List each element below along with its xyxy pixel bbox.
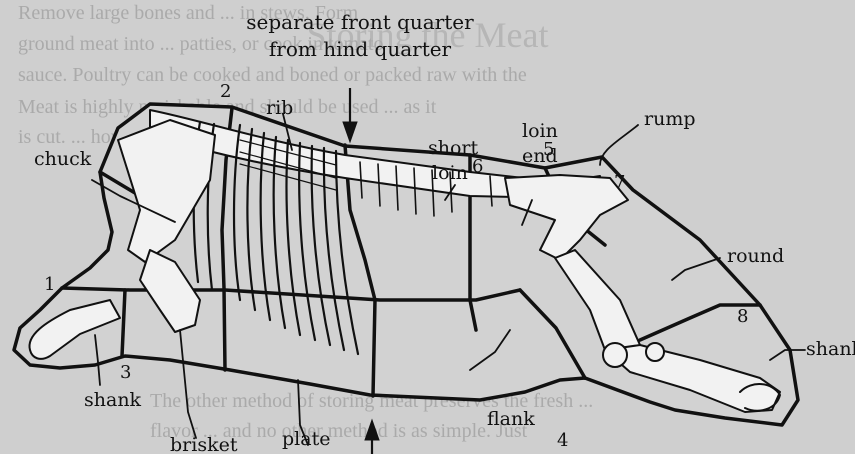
label-short-loin-line-1: short [428,137,479,159]
diagram-title-line-1: separate front quarter [246,10,474,34]
section-number-1: 1 [44,274,55,295]
hock-joint [646,343,664,361]
label-shank-front: shank [84,389,142,411]
label-shank-rear: shank [806,338,855,360]
section-number-3: 3 [120,362,131,383]
diagram-title-line-2: from hind quarter [269,37,452,61]
label-plate: plate [282,428,330,450]
label-round: round [727,245,784,267]
section-number-8: 8 [737,306,748,327]
knee-joint [603,343,627,367]
label-rib: rib [266,97,293,119]
label-chuck: chuck [34,148,92,170]
label-short-loin-line-2: loin [432,162,468,184]
section-number-5: 5 [543,139,554,160]
label-flank: flank [487,408,535,430]
section-number-4: 4 [557,430,568,451]
section-number-7: 7 [614,172,625,193]
label-brisket: brisket [170,434,238,454]
section-number-6: 6 [472,156,483,177]
section-number-2: 2 [220,81,231,102]
label-rump: rump [644,108,696,130]
